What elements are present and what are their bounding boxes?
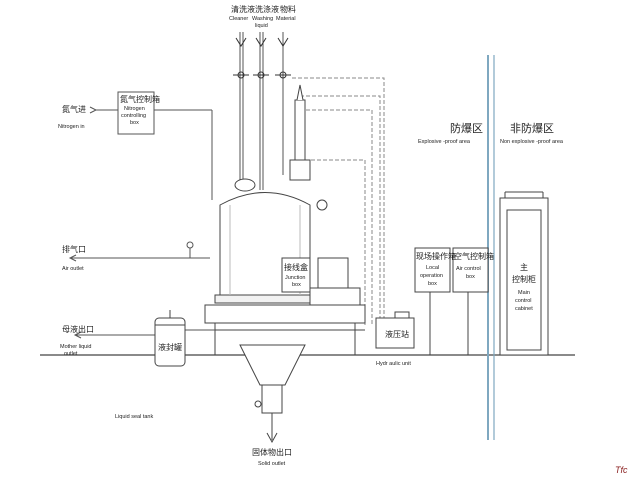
cleaner-label-cn: 清洗液: [231, 4, 255, 14]
main-cabinet-cn1: 主: [520, 262, 528, 272]
mother-liquid-cn: 母液出口: [62, 324, 94, 334]
solid-outlet-cn: 固体物出口: [252, 447, 292, 457]
non-explosive-area-cn: 非防爆区: [510, 121, 554, 135]
nitrogen-box-en2: controlling: [121, 113, 146, 119]
hydraulic-cn: 液压站: [385, 329, 409, 339]
hydraulic-unit: [375, 311, 415, 349]
hydraulic-en: Hydr aulic unit: [376, 361, 411, 367]
watermark-logo: Tfc: [615, 465, 628, 475]
explosive-area-cn: 防爆区: [450, 121, 483, 135]
air-box-en2: box: [466, 274, 475, 280]
cleaner-label-en: Cleaner: [229, 16, 248, 22]
junction-box-en2: box: [292, 282, 301, 288]
main-cabinet-cn2: 控制柜: [512, 274, 536, 284]
main-cabinet-en3: cabinet: [515, 306, 533, 312]
air-outlet-en: Air outlet: [62, 266, 84, 272]
seal-tank-cn: 液封罐: [158, 342, 182, 352]
washing-label-cn: 洗涤液: [255, 4, 279, 14]
explosion-proof-wall: [487, 55, 495, 440]
junction-box: [281, 257, 311, 293]
material-label-en: Material: [276, 16, 296, 22]
local-box-en3: box: [428, 281, 437, 287]
local-box-cn: 现场操作箱: [416, 251, 456, 261]
air-box-cn: 空气控制箱: [454, 251, 494, 261]
washing-label-en2: liquid: [255, 23, 268, 29]
inlet-valves: [233, 71, 291, 79]
main-cabinet-en1: Main: [518, 290, 530, 296]
mother-liquid-line: [73, 329, 215, 339]
nitrogen-box-en3: box: [130, 120, 139, 126]
junction-box-cn: 接线盒: [284, 262, 308, 272]
liquid-seal-tank: [154, 310, 186, 367]
control-boxes: [414, 247, 489, 355]
washing-label-en: Washing: [252, 16, 273, 22]
nitrogen-box-cn: 氮气控制箱: [120, 94, 160, 104]
mother-liquid-en1: Mother liquid: [60, 344, 92, 350]
mother-liquid-en2: outlet: [64, 351, 78, 357]
air-box-en1: Air control: [456, 266, 481, 272]
inlet-arrows: [235, 37, 289, 47]
local-box-en2: operation: [420, 273, 443, 279]
inlet-pipes: [239, 32, 284, 190]
non-explosive-area-en: Non explosive -proof area: [500, 139, 564, 145]
control-dashed-lines: [292, 77, 385, 325]
liquid-seal-tank-label: Liquid seal tank: [115, 414, 153, 420]
nitrogen-in-cn: 氮气进: [62, 104, 86, 114]
main-cabinet-en2: control: [515, 298, 532, 304]
main-control-cabinet: [499, 191, 549, 356]
nitrogen-box-en1: Nitrogen: [124, 106, 145, 112]
side-motor: [309, 257, 361, 309]
centrifuge-base: [204, 304, 366, 355]
solid-outlet-en: Solid outlet: [258, 461, 286, 467]
nitrogen-in-en: Nitrogen in: [58, 124, 85, 130]
top-drive-column: [289, 84, 311, 181]
material-label-cn: 物料: [280, 4, 296, 14]
solid-discharge-cone: [239, 344, 306, 444]
local-box-en1: Local: [426, 265, 439, 271]
air-outlet-line: [68, 241, 210, 262]
nitrogen-line: [89, 91, 213, 200]
junction-box-en1: Junction: [285, 275, 306, 281]
air-outlet-cn: 排气口: [62, 244, 86, 254]
explosive-area-en: Explosive -proof area: [418, 139, 471, 145]
